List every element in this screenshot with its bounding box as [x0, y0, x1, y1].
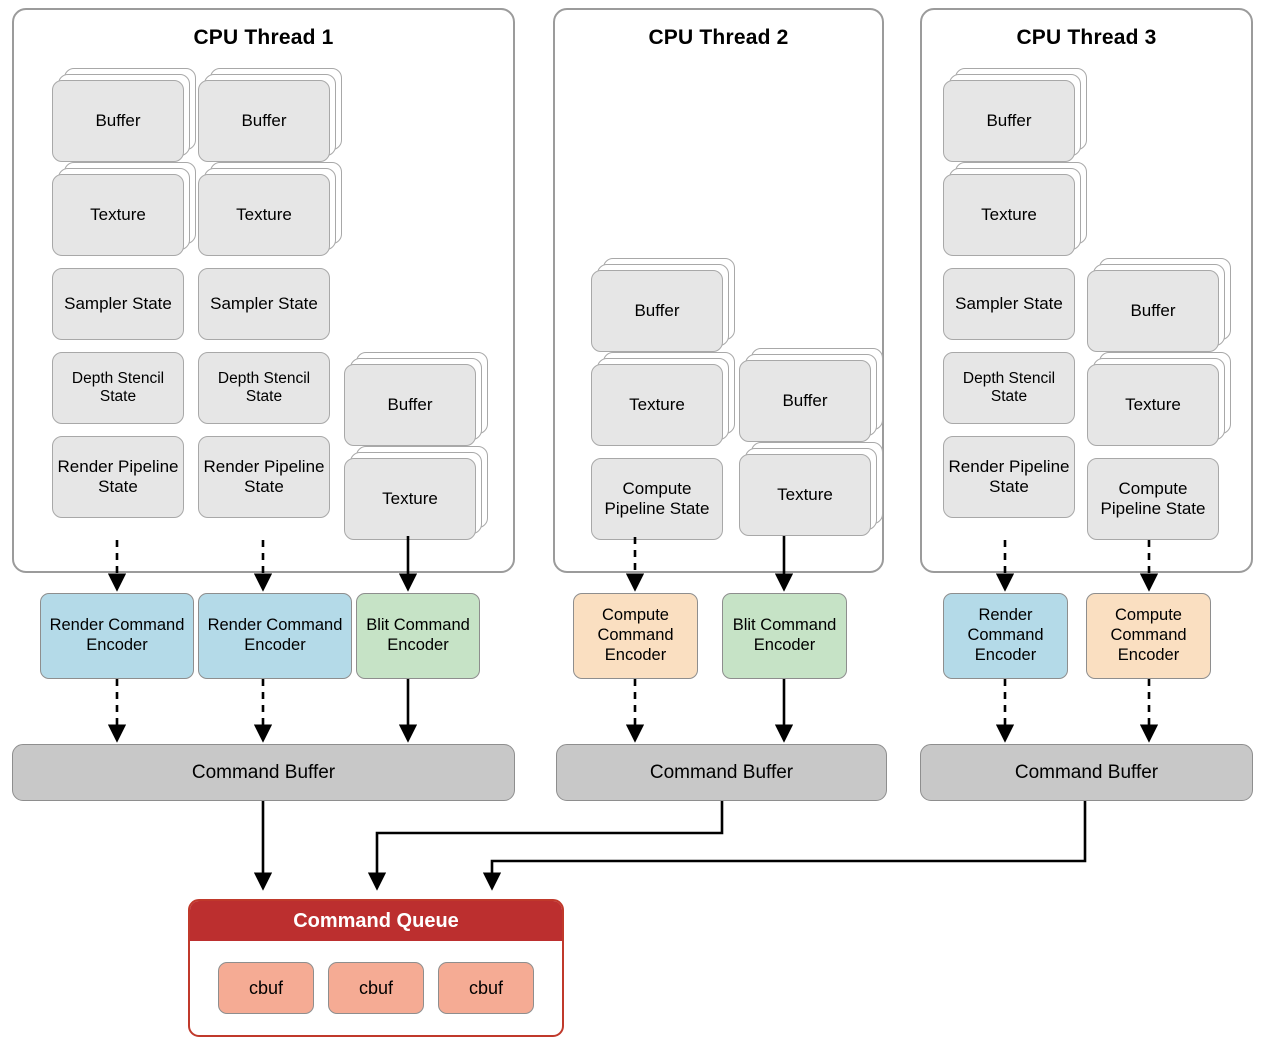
resource-card-buffer[interactable]: Buffer — [739, 348, 883, 442]
resource-card-sampler-state[interactable]: Sampler State — [198, 268, 330, 340]
card-label: Buffer — [1087, 270, 1219, 352]
resource-card-texture[interactable]: Texture — [943, 162, 1087, 256]
resource-card-render-pipeline-state[interactable]: Render Pipeline State — [198, 436, 330, 518]
card-label: Buffer — [943, 80, 1075, 162]
card-label: Texture — [1087, 364, 1219, 446]
resource-card-render-pipeline-state[interactable]: Render Pipeline State — [52, 436, 184, 518]
thread-panel-1: CPU Thread 1 Buffer Texture Sampler Stat… — [12, 8, 515, 573]
resource-column-3-2: Buffer Texture Compute Pipeline State — [1087, 80, 1231, 540]
resource-card-texture[interactable]: Texture — [591, 352, 735, 446]
command-queue-items: cbuf cbuf cbuf — [190, 941, 562, 1035]
command-queue-title: Command Queue — [190, 901, 562, 941]
resource-column-2-2: Buffer Texture — [739, 80, 883, 536]
resource-card-sampler-state[interactable]: Sampler State — [52, 268, 184, 340]
resource-card-buffer[interactable]: Buffer — [943, 68, 1087, 162]
link-cb3-queue — [482, 801, 1087, 891]
resource-card-depth-stencil-state[interactable]: Depth Stencil State — [198, 352, 330, 424]
resource-column-2-1: Buffer Texture Compute Pipeline State — [591, 80, 735, 540]
card-label: Depth Stencil State — [52, 352, 184, 424]
card-label: Buffer — [198, 80, 330, 162]
resource-card-texture[interactable]: Texture — [1087, 352, 1231, 446]
encoder-compute-2[interactable]: Compute Command Encoder — [1086, 593, 1211, 679]
resource-card-buffer[interactable]: Buffer — [1087, 258, 1231, 352]
resource-card-buffer[interactable]: Buffer — [52, 68, 196, 162]
encoder-render-1[interactable]: Render Command Encoder — [40, 593, 194, 679]
encoder-render-3[interactable]: Render Command Encoder — [943, 593, 1068, 679]
card-label: Render Pipeline State — [198, 436, 330, 518]
cbuf-item-3[interactable]: cbuf — [438, 962, 534, 1014]
resource-card-texture[interactable]: Texture — [344, 446, 488, 540]
command-buffer-2[interactable]: Command Buffer — [556, 744, 887, 801]
card-label: Depth Stencil State — [198, 352, 330, 424]
resource-card-depth-stencil-state[interactable]: Depth Stencil State — [943, 352, 1075, 424]
card-label: Buffer — [344, 364, 476, 446]
resource-card-buffer[interactable]: Buffer — [198, 68, 342, 162]
resource-card-sampler-state[interactable]: Sampler State — [943, 268, 1075, 340]
resource-column-3-1: Buffer Texture Sampler State Depth Stenc… — [943, 68, 1087, 518]
thread-title-3: CPU Thread 3 — [1016, 26, 1157, 49]
command-buffer-1[interactable]: Command Buffer — [12, 744, 515, 801]
card-label: Texture — [344, 458, 476, 540]
card-label: Texture — [198, 174, 330, 256]
resource-card-compute-pipeline-state[interactable]: Compute Pipeline State — [591, 458, 723, 540]
card-label: Render Pipeline State — [943, 436, 1075, 518]
encoder-render-2[interactable]: Render Command Encoder — [198, 593, 352, 679]
card-label: Compute Pipeline State — [1087, 458, 1219, 540]
card-label: Sampler State — [943, 268, 1075, 340]
encoder-blit-2[interactable]: Blit Command Encoder — [722, 593, 847, 679]
card-label: Sampler State — [198, 268, 330, 340]
card-label: Render Pipeline State — [52, 436, 184, 518]
encoder-blit-1[interactable]: Blit Command Encoder — [356, 593, 480, 679]
thread-panel-3: CPU Thread 3 Buffer Texture Sampler Stat… — [920, 8, 1253, 573]
cbuf-item-2[interactable]: cbuf — [328, 962, 424, 1014]
resource-card-compute-pipeline-state[interactable]: Compute Pipeline State — [1087, 458, 1219, 540]
command-buffer-3[interactable]: Command Buffer — [920, 744, 1253, 801]
card-label: Buffer — [591, 270, 723, 352]
thread-title-2: CPU Thread 2 — [648, 26, 789, 49]
card-label: Texture — [591, 364, 723, 446]
card-label: Buffer — [739, 360, 871, 442]
card-label: Compute Pipeline State — [591, 458, 723, 540]
resource-card-buffer[interactable]: Buffer — [591, 258, 735, 352]
resource-card-buffer[interactable]: Buffer — [344, 352, 488, 446]
resource-card-render-pipeline-state[interactable]: Render Pipeline State — [943, 436, 1075, 518]
thread-panel-2: CPU Thread 2 Buffer Texture Compute Pipe… — [553, 8, 884, 573]
card-label: Depth Stencil State — [943, 352, 1075, 424]
resource-column-1-3: Buffer Texture — [344, 80, 488, 540]
resource-column-1-2: Buffer Texture Sampler State Depth Stenc… — [198, 68, 342, 518]
encoder-compute-1[interactable]: Compute Command Encoder — [573, 593, 698, 679]
resource-card-texture[interactable]: Texture — [52, 162, 196, 256]
card-label: Buffer — [52, 80, 184, 162]
card-label: Sampler State — [52, 268, 184, 340]
cbuf-item-1[interactable]: cbuf — [218, 962, 314, 1014]
command-queue-panel: Command Queue cbuf cbuf cbuf — [188, 899, 564, 1037]
resource-card-depth-stencil-state[interactable]: Depth Stencil State — [52, 352, 184, 424]
resource-column-1-1: Buffer Texture Sampler State Depth Stenc… — [52, 68, 196, 518]
thread-title-1: CPU Thread 1 — [193, 26, 334, 49]
card-label: Texture — [943, 174, 1075, 256]
link-cb2-queue — [367, 801, 724, 891]
resource-card-texture[interactable]: Texture — [198, 162, 342, 256]
resource-card-texture[interactable]: Texture — [739, 442, 883, 536]
card-label: Texture — [52, 174, 184, 256]
card-label: Texture — [739, 454, 871, 536]
